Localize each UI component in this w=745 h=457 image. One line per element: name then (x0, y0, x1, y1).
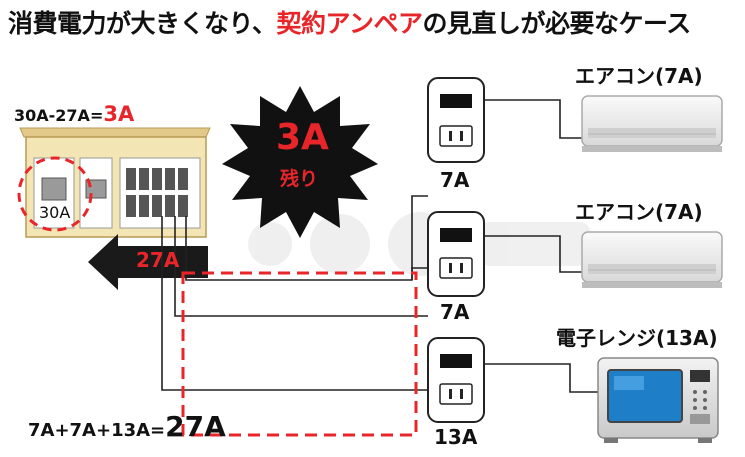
title-part2: の見直しが必要なケース (422, 9, 692, 38)
badge-caption: 残り (280, 168, 319, 190)
flow-arrow (88, 234, 208, 290)
appliance-1-label: エアコン(7A) (575, 64, 703, 88)
title-highlight: 契約アンペア (276, 9, 424, 38)
breaker-calc-prefix: 30A-27A= (14, 106, 104, 125)
outlet-1 (427, 77, 485, 163)
load-highlight-box (181, 271, 418, 437)
flow-amp-label: 27A (136, 248, 180, 272)
outlet-3-label: 13A (434, 425, 478, 449)
appliance-3-label: 電子レンジ(13A) (556, 326, 718, 350)
appliance-2-label: エアコン(7A) (575, 200, 703, 224)
wires (161, 99, 598, 393)
badge-value: 3A (276, 117, 329, 158)
main-breaker-label: 30A (39, 203, 71, 222)
remaining-badge-burst (222, 86, 378, 238)
outlet-2 (427, 211, 485, 297)
outlet-1-label: 7A (440, 168, 470, 192)
breaker-calc: 30A-27A=3A (14, 102, 134, 126)
distribution-board (19, 127, 211, 238)
total-prefix: 7A+7A+13A= (28, 420, 166, 441)
title-part1: 消費電力が大きくなり、 (8, 9, 277, 38)
page-title: 消費電力が大きくなり、契約アンペアの見直しが必要なケース (8, 4, 691, 40)
microwave-icon (597, 357, 719, 443)
outlet-3 (427, 337, 485, 423)
outlet-2-label: 7A (440, 300, 470, 324)
total-value: 27A (165, 410, 226, 443)
air-conditioner-2-icon (581, 231, 723, 288)
breaker-calc-result: 3A (103, 102, 135, 126)
air-conditioner-1-icon (581, 95, 723, 152)
main-breaker-highlight (17, 156, 93, 232)
total-calc: 7A+7A+13A=27A (28, 410, 226, 443)
